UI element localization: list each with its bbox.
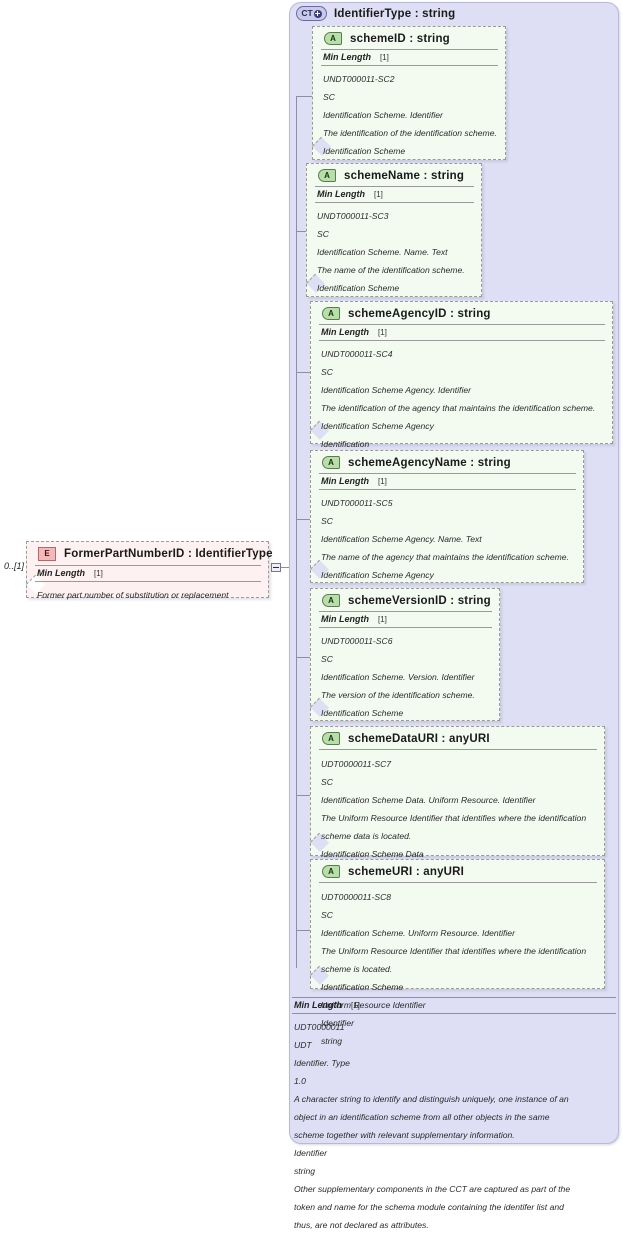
collapse-toggle-icon[interactable] xyxy=(271,563,281,572)
divider xyxy=(321,49,498,50)
complextype-icon: CT xyxy=(296,6,327,21)
attribute-icon: A xyxy=(322,456,340,469)
attribute-header: A schemeDataURI : anyURI xyxy=(318,731,598,749)
facet-value: [1] xyxy=(378,477,387,486)
attribute-header: A schemeAgencyID : string xyxy=(318,306,606,324)
facet-value: [1] xyxy=(378,615,387,624)
attribute-box-schemeID[interactable]: A schemeID : string Min Length [1] UNDT0… xyxy=(312,26,506,210)
facet-name: Min Length xyxy=(321,327,369,337)
divider xyxy=(319,340,605,341)
facet-value: [1] xyxy=(378,328,387,337)
connector-trunk xyxy=(296,96,297,968)
attribute-title: schemeAgencyID : string xyxy=(348,307,491,320)
attribute-title: schemeVersionID : string xyxy=(348,594,491,607)
attribute-header: A schemeAgencyName : string xyxy=(318,455,577,473)
divider xyxy=(319,882,597,883)
complextype-documentation: UDT0000011 UDT Identifier. Type 1.0 A ch… xyxy=(294,1022,571,1230)
attribute-title: schemeDataURI : anyURI xyxy=(348,732,490,745)
divider xyxy=(319,611,492,612)
complextype-facet-row: Min Length [1] xyxy=(291,998,617,1013)
attribute-documentation: UDT0000011-SC8 SC Identification Scheme.… xyxy=(321,892,587,1046)
complextype-footer: Min Length [1] UDT0000011 UDT Identifier… xyxy=(291,997,617,1234)
attribute-box-schemeDataURI[interactable]: A schemeDataURI : anyURI UDT0000011-SC7 … xyxy=(310,726,605,913)
element-header: E FormerPartNumberID : IdentifierType xyxy=(34,546,273,565)
connector-stub-6 xyxy=(296,930,310,931)
element-icon: E xyxy=(38,547,56,561)
element-box-FormerPartNumberID[interactable]: E FormerPartNumberID : IdentifierType Mi… xyxy=(26,541,273,600)
attribute-facet-row: Min Length [1] xyxy=(318,612,493,627)
attribute-facet-row: Min Length [1] xyxy=(318,325,606,340)
facet-name: Min Length xyxy=(321,476,369,486)
connector-stub-1 xyxy=(296,231,306,232)
element-title: FormerPartNumberID : IdentifierType xyxy=(64,548,273,560)
cardinality-label: 0..[1] xyxy=(4,561,25,571)
divider xyxy=(315,186,474,187)
attribute-box-schemeURI[interactable]: A schemeURI : anyURI UDT0000011-SC8 SC I… xyxy=(310,859,605,1046)
divider xyxy=(321,65,498,66)
attribute-facet-row: Min Length [1] xyxy=(320,50,499,65)
attribute-icon: A xyxy=(324,32,342,45)
divider xyxy=(35,565,261,566)
facet-value: [1] xyxy=(380,53,389,62)
divider xyxy=(319,489,576,490)
connector-stub-3 xyxy=(296,519,310,520)
attribute-facet-row: Min Length [1] xyxy=(318,474,577,489)
connector-stub-0 xyxy=(296,96,312,97)
attribute-header: A schemeName : string xyxy=(314,168,475,186)
connector-stub-5 xyxy=(296,795,310,796)
attribute-title: schemeAgencyName : string xyxy=(348,456,511,469)
attribute-box-schemeVersionID[interactable]: A schemeVersionID : string Min Length [1… xyxy=(310,588,500,772)
attribute-icon: A xyxy=(322,865,340,878)
attribute-header: A schemeID : string xyxy=(320,31,499,49)
facet-value: [1] xyxy=(94,569,103,578)
facet-name: Min Length xyxy=(323,52,371,62)
attribute-header: A schemeVersionID : string xyxy=(318,593,493,611)
attribute-icon: A xyxy=(318,169,336,182)
divider xyxy=(319,627,492,628)
facet-value: [1] xyxy=(351,1001,360,1010)
divider xyxy=(319,473,576,474)
facet-value: [1] xyxy=(374,190,383,199)
attribute-title: schemeID : string xyxy=(350,32,450,45)
attribute-box-schemeAgencyName[interactable]: A schemeAgencyName : string Min Length [… xyxy=(310,450,584,634)
attribute-icon: A xyxy=(322,307,340,320)
facet-name: Min Length xyxy=(321,614,369,624)
attribute-box-schemeAgencyID[interactable]: A schemeAgencyID : string Min Length [1]… xyxy=(310,301,613,503)
plus-circle-icon[interactable] xyxy=(313,9,322,18)
divider xyxy=(315,202,474,203)
attribute-facet-row: Min Length [1] xyxy=(314,187,475,202)
attribute-title: schemeURI : anyURI xyxy=(348,865,465,878)
divider xyxy=(292,997,616,998)
facet-name: Min Length xyxy=(294,1000,342,1010)
facet-name: Min Length xyxy=(317,189,365,199)
connector-stub-2 xyxy=(296,372,310,373)
divider xyxy=(292,1013,616,1014)
divider xyxy=(319,749,597,750)
complextype-title: IdentifierType : string xyxy=(334,7,456,20)
facet-name: Min Length xyxy=(37,568,85,578)
attribute-icon: A xyxy=(322,594,340,607)
attribute-box-schemeName[interactable]: A schemeName : string Min Length [1] UND… xyxy=(306,163,482,347)
complextype-header: CT IdentifierType : string xyxy=(296,6,455,21)
element-facet-row: Min Length [1] xyxy=(34,566,262,581)
divider xyxy=(319,324,605,325)
attribute-icon: A xyxy=(322,732,340,745)
attribute-title: schemeName : string xyxy=(344,169,465,182)
connector-stub-4 xyxy=(296,657,310,658)
divider xyxy=(35,581,261,582)
attribute-header: A schemeURI : anyURI xyxy=(318,864,598,882)
element-documentation: Former part number of substitution or re… xyxy=(37,590,229,600)
